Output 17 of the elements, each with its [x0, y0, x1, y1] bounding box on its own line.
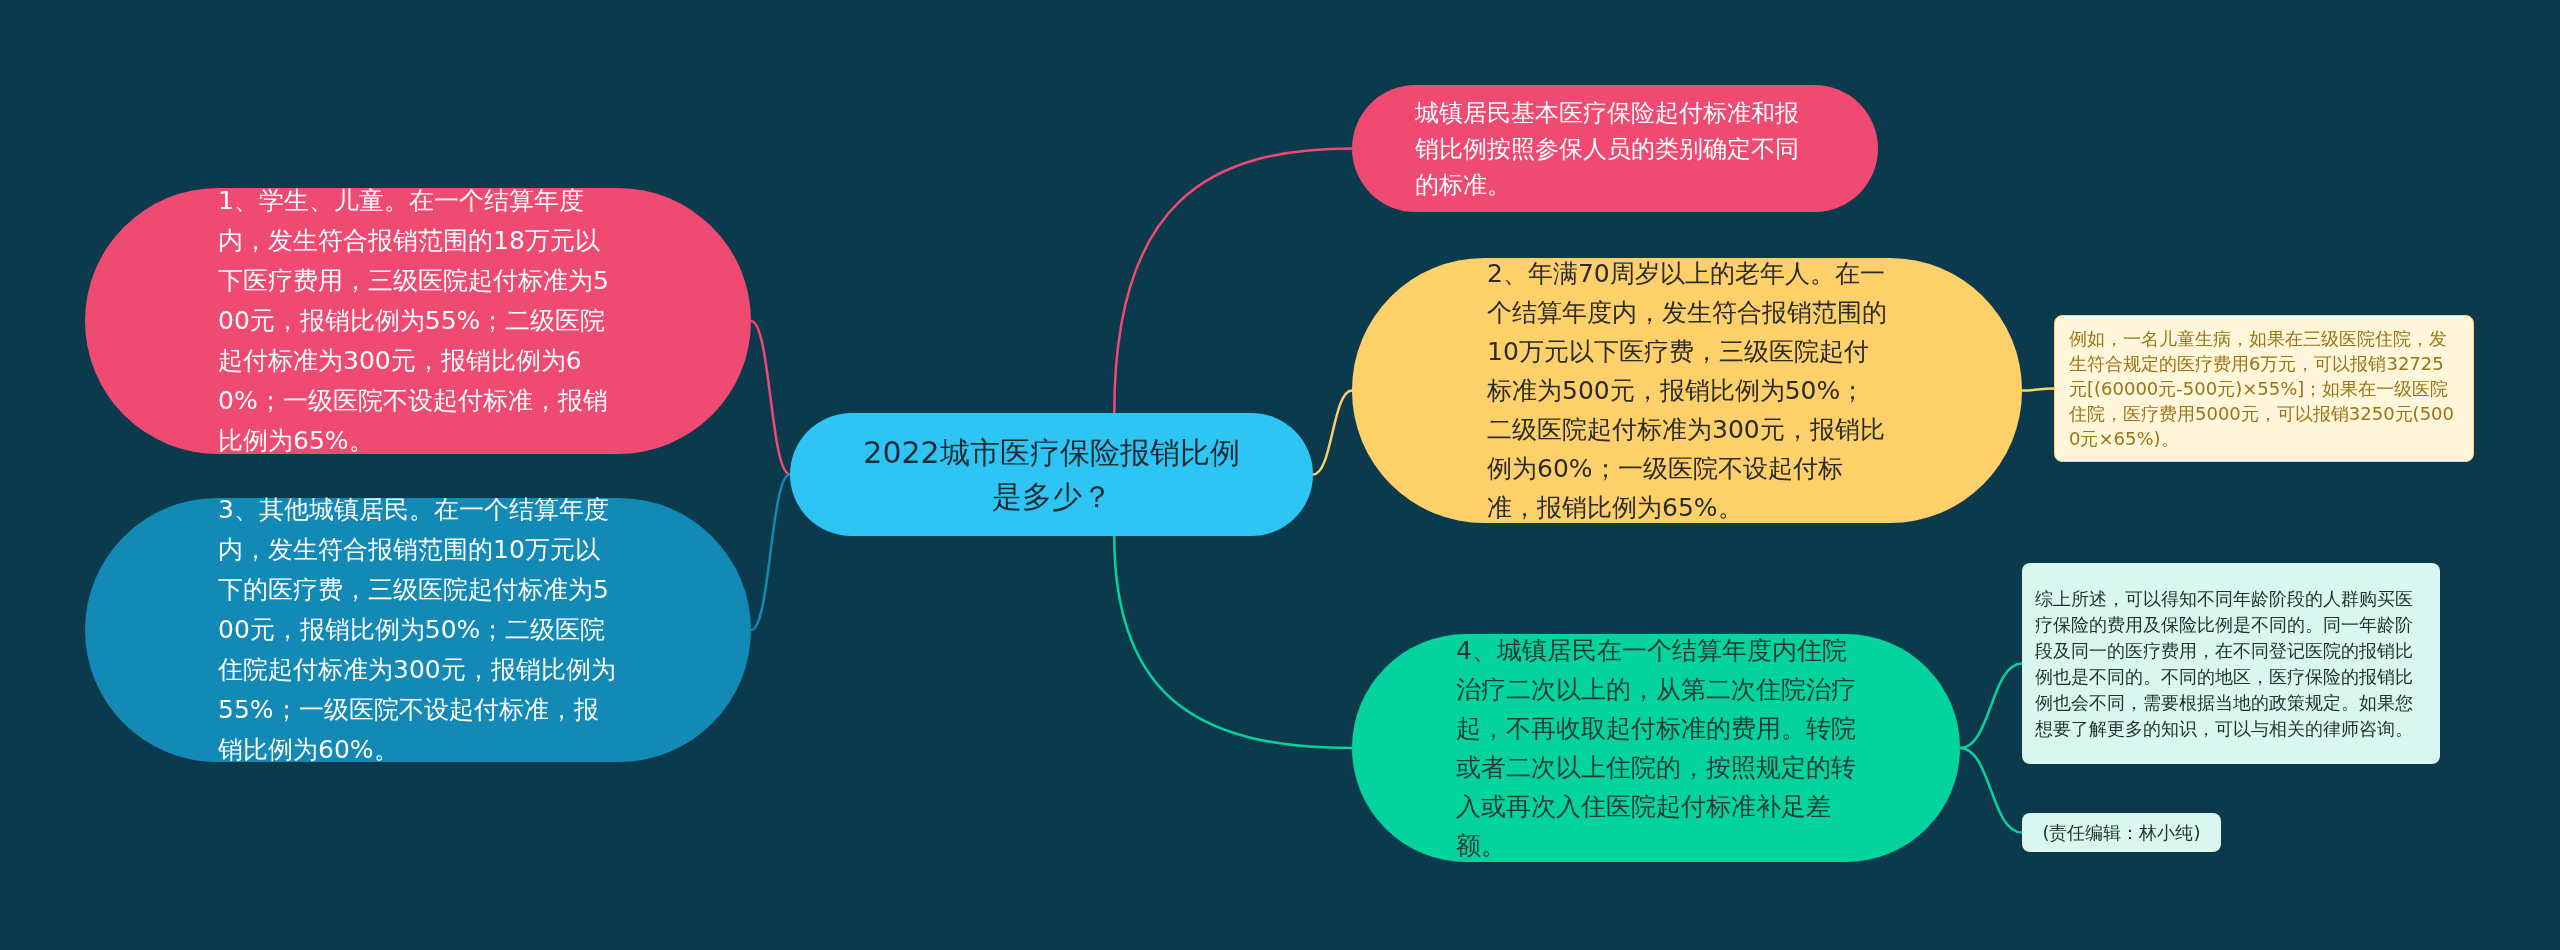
topic-box: 2022城市医疗保险报销比例是多少？: [790, 413, 1313, 536]
connector: [1312, 389, 1353, 476]
note-box: 例如，一名儿童生病，如果在三级医院住院，发生符合规定的医疗费用6万元，可以报销32725元[(60000元-500元)×55%]；如果在一级医院住院，医疗费用5000元，可以报销3250元(5000元×65%)。: [2054, 315, 2474, 462]
connector: [750, 473, 791, 632]
branch-box: 3、其他城镇居民。在一个结算年度内，发生符合报销范围的10万元以下的医疗费，三级医院起付标准为500元，报销比例为50%；二级医院住院起付标准为300元，报销比例为55%；一级医院不设起付标准，报销比例为60%。: [85, 498, 751, 762]
note-box: (责任编辑：林小纯): [2022, 813, 2221, 852]
branch-box: 2、年满70周岁以上的老年人。在一个结算年度内，发生符合报销范围的10万元以下医疗费，三级医院起付标准为500元，报销比例为50%；二级医院起付标准为300元，报销比例为60%；一级医院不设起付标准，报销比例为65%。: [1352, 258, 2022, 523]
connector: [1113, 147, 1353, 414]
connector: [1959, 746, 2023, 834]
branch-box: 1、学生、儿童。在一个结算年度内，发生符合报销范围的18万元以下医疗费用，三级医院起付标准为500元，报销比例为55%；二级医院起付标准为300元，报销比例为60%；一级医院不设起付标准，报销比例为65%。: [85, 188, 751, 454]
connector: [1113, 535, 1353, 750]
branch-box: 4、城镇居民在一个结算年度内住院治疗二次以上的，从第二次住院治疗起，不再收取起付标准的费用。转院或者二次以上住院的，按照规定的转入或再次入住医院起付标准补足差额。: [1352, 634, 1960, 862]
connector: [750, 319, 791, 476]
connector: [1959, 662, 2023, 750]
note-box: 综上所述，可以得知不同年龄阶段的人群购买医疗保险的费用及保险比例是不同的。同一年龄阶段及同一的医疗费用，在不同登记医院的报销比例也是不同的。不同的地区，医疗保险的报销比例也会不同，需要根据当地的政策规定。如果您想要了解更多的知识，可以与相关的律师咨询。: [2022, 563, 2440, 764]
connector: [2022, 387, 2054, 392]
branch-box: 城镇居民基本医疗保险起付标准和报销比例按照参保人员的类别确定不同的标准。: [1352, 85, 1878, 212]
